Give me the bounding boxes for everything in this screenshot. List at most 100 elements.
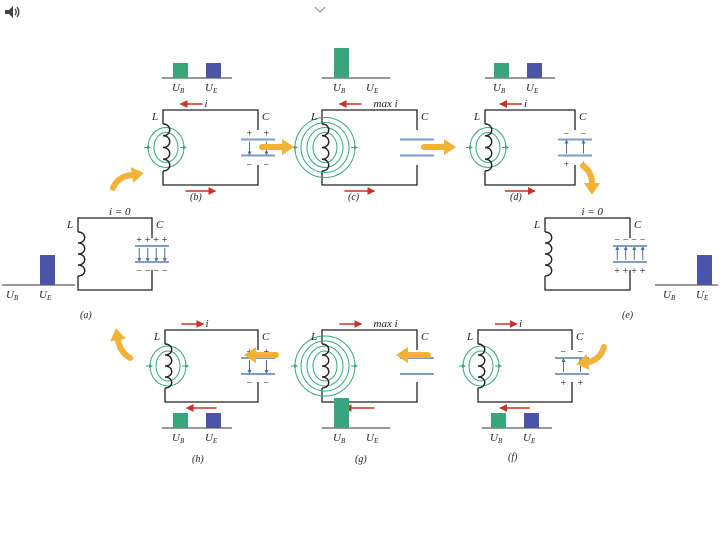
current-label: i [206, 318, 209, 330]
magnetic-field-line [153, 132, 179, 163]
flow-arrow-f-g-head [396, 347, 408, 363]
ue-energy-bar [206, 413, 221, 428]
inductor-label: L [310, 331, 317, 343]
ub-label: UB [6, 289, 19, 302]
ue-label: UE [39, 289, 52, 302]
plate-charge-sign: + [247, 129, 253, 140]
flow-arrow-head [396, 347, 408, 363]
current-label: i = 0 [109, 206, 131, 218]
circuit-wire [321, 109, 418, 186]
magnetic-field-line [300, 122, 350, 173]
plate-charge-sign: − [581, 129, 587, 140]
inductor-label: L [153, 331, 160, 343]
ub-energy-bar [491, 413, 506, 428]
plate-charge-sign: − [564, 129, 570, 140]
ue-energy-bar [40, 255, 55, 285]
ub-label: UB [172, 82, 185, 95]
inductor-label: L [473, 111, 480, 123]
plate-charge-sign: + [145, 235, 151, 246]
inductor-label: L [466, 331, 473, 343]
panel-tag: (a) [80, 310, 92, 321]
ue-label: UE [523, 432, 536, 445]
inductor-coil [477, 343, 486, 389]
plate-charge-sign: − [614, 235, 620, 246]
capacitor-label: C [421, 111, 429, 123]
plate-charge-sign: + [136, 235, 142, 246]
circuit-wire [477, 329, 573, 403]
flow-arrow-e-f [585, 344, 607, 365]
plate-charge-sign: − [264, 378, 270, 389]
plate-charge-sign: − [162, 266, 168, 277]
ue-energy-bar [524, 413, 539, 428]
flow-arrow-head [444, 139, 456, 155]
capacitor-label: C [634, 219, 642, 231]
ub-energy-bar [173, 413, 188, 428]
circuit-wire [484, 109, 576, 186]
plate-charge-sign: + [153, 235, 159, 246]
circuit-wire [162, 109, 259, 186]
plate-charge-sign: + [631, 266, 637, 277]
flow-arrow-head [244, 347, 256, 363]
circuit-wire [544, 217, 631, 291]
current-label: max i [374, 318, 398, 330]
inductor-label: L [151, 111, 158, 123]
circuit-wire [164, 329, 259, 403]
plate-charge-sign: + [623, 266, 629, 277]
panel-tag: (c) [348, 192, 360, 203]
capacitor-label: C [156, 219, 164, 231]
plate-charge-sign: − [561, 347, 567, 358]
plate-charge-sign: + [640, 266, 646, 277]
inductor-coil [544, 231, 553, 277]
capacitor-label: C [262, 111, 270, 123]
ub-label: UB [663, 289, 676, 302]
plate-charge-sign: + [162, 235, 168, 246]
magnetic-field-line [306, 345, 344, 387]
capacitor-label: C [421, 331, 429, 343]
ue-label: UE [366, 432, 379, 445]
plate-charge-sign: − [264, 160, 270, 171]
ub-label: UB [333, 432, 346, 445]
current-label: i [205, 98, 208, 110]
flow-arrow-b-c-head [282, 139, 294, 155]
panel-tag: (g) [355, 454, 367, 465]
ue-label: UE [366, 82, 379, 95]
current-label: max i [374, 98, 398, 110]
magnetic-field-line [312, 350, 338, 382]
plate-charge-sign: + [561, 378, 567, 389]
flow-arrow-e-f-head [576, 354, 590, 370]
plate-charge-sign: − [145, 266, 151, 277]
flow-arrow-d-e [580, 163, 595, 186]
plate-charge-sign: + [614, 266, 620, 277]
speaker-icon[interactable] [3, 3, 21, 26]
magnetic-field-line [300, 340, 350, 392]
inductor-coil [484, 123, 493, 172]
circuit-wire [77, 217, 153, 291]
plate-charge-sign: − [136, 266, 142, 277]
flow-arrow-d-e-head [584, 183, 600, 195]
ue-energy-bar [527, 63, 542, 78]
flow-arrow-g-h-head [244, 347, 256, 363]
current-label: i [524, 98, 527, 110]
flow-arrow-head [282, 139, 294, 155]
inductor-coil [164, 343, 173, 389]
panel-tag: (b) [190, 192, 202, 203]
ue-energy-bar [206, 63, 221, 78]
inductor-coil [321, 343, 330, 389]
plate-charge-sign: − [153, 266, 159, 277]
ub-label: UB [333, 82, 346, 95]
plate-charge-sign: − [578, 347, 584, 358]
flow-arrow-c-d-head [444, 139, 456, 155]
magnetic-field-line [306, 127, 344, 168]
panel-tag: (e) [622, 310, 634, 321]
inductor-coil [321, 123, 330, 172]
plate-charge-sign: − [247, 378, 253, 389]
current-label: i [519, 318, 522, 330]
plate-charge-sign: + [578, 378, 584, 389]
